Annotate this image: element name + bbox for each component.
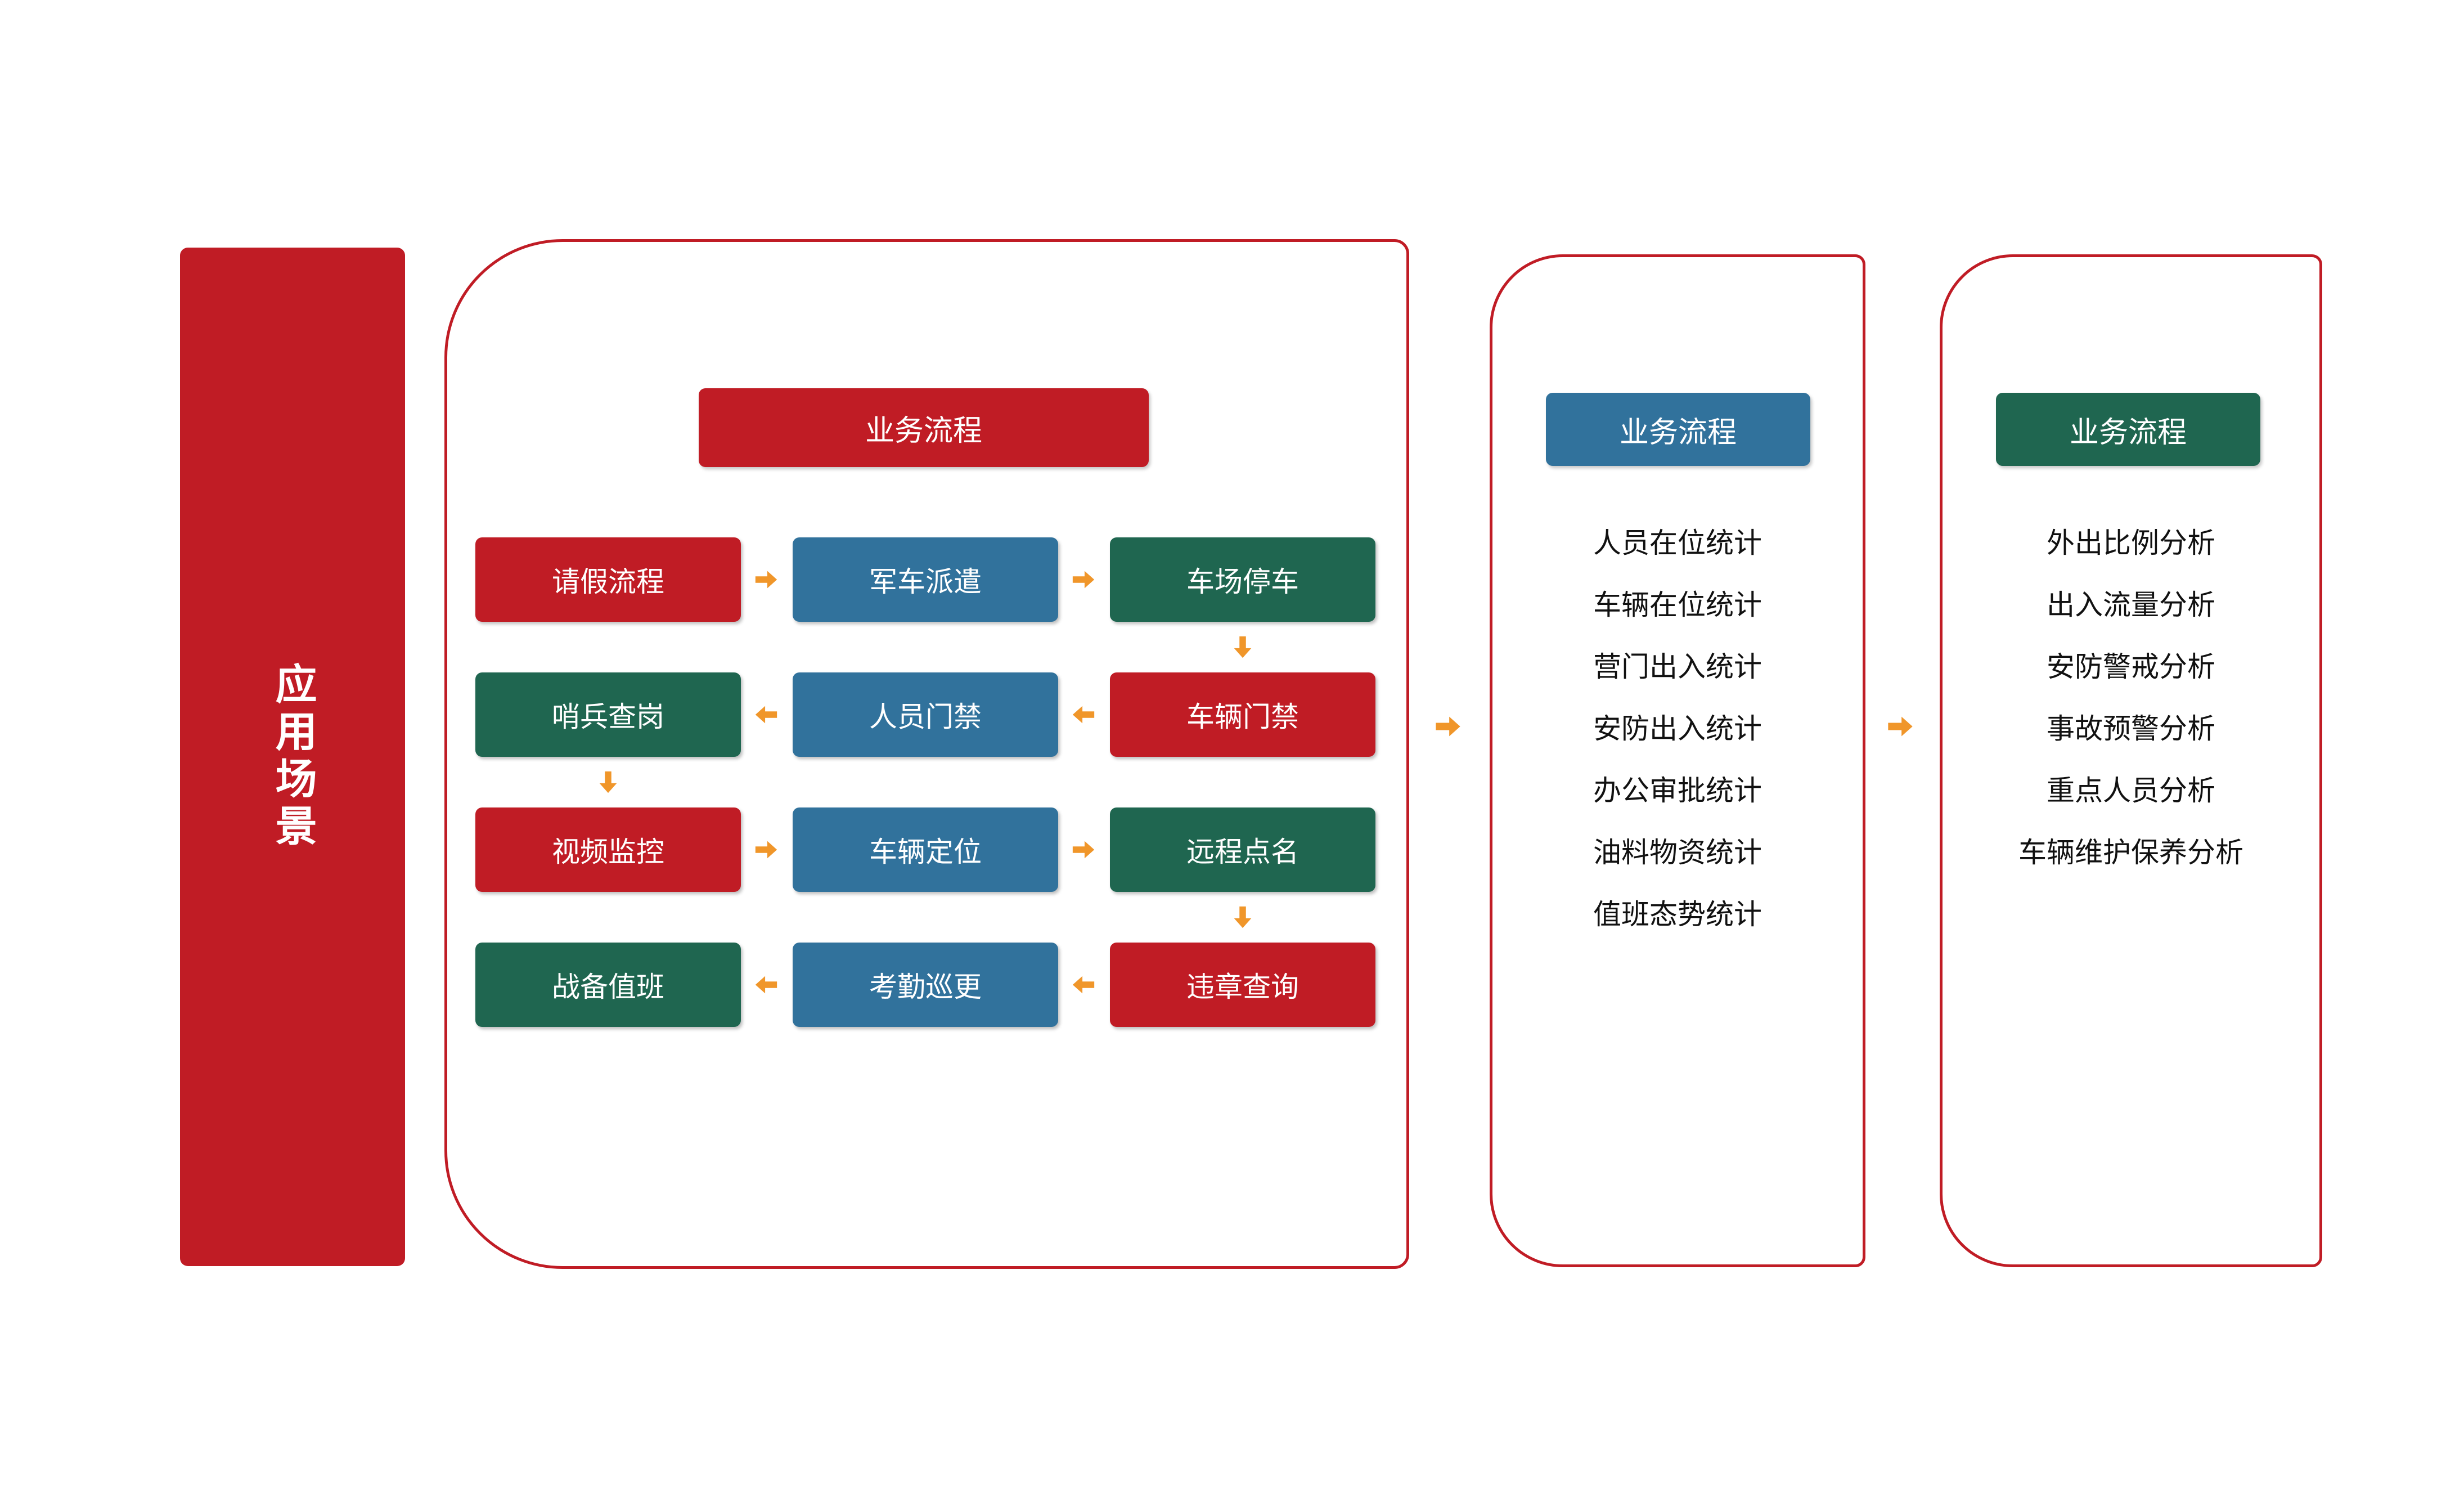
- flow-box-renyuan-menjin[interactable]: 人员门禁: [793, 672, 1058, 757]
- arrow-left-icon: [1072, 976, 1095, 994]
- list-item[interactable]: 外出比例分析: [2047, 527, 2215, 559]
- arrow-left-icon: [1072, 706, 1095, 724]
- flow-box-yuancheng-dianming[interactable]: 远程点名: [1110, 807, 1375, 892]
- flow-box-junche-paiqian[interactable]: 军车派遣: [793, 537, 1058, 622]
- arrow-right-icon: [755, 841, 777, 859]
- flow-box-cheliang-menjin[interactable]: 车辆门禁: [1110, 672, 1375, 757]
- flow-box-cheliang-dingwei[interactable]: 车辆定位: [793, 807, 1058, 892]
- analysis-panel-header-label: 业务流程: [2069, 416, 2187, 449]
- list-item[interactable]: 办公审批统计: [1593, 775, 1762, 806]
- flow-box-shipin-jiankong[interactable]: 视频监控: [475, 807, 741, 892]
- flow-box-label: 哨兵查岗: [552, 701, 664, 733]
- list-item[interactable]: 安防警戒分析: [2047, 651, 2215, 683]
- arrow-left-icon: [755, 976, 777, 994]
- flow-panel-header: 业务流程: [699, 388, 1149, 467]
- flow-box-label: 请假流程: [552, 566, 664, 598]
- flow-box-label: 人员门禁: [869, 701, 982, 733]
- flow-box-label: 车辆门禁: [1186, 701, 1299, 733]
- scenario-banner-label: 应用场景: [269, 662, 317, 851]
- analysis-list: 外出比例分析 出入流量分析 安防警戒分析 事故预警分析 重点人员分析 车辆维护保…: [1940, 521, 2322, 892]
- stats-to-analysis-arrow: [1888, 716, 1913, 737]
- arrow-right-icon: [1072, 571, 1095, 589]
- list-item[interactable]: 油料物资统计: [1593, 837, 1762, 868]
- arrow-right-icon: [755, 571, 777, 589]
- flow-row: 请假流程 军车派遣 车场停车: [475, 537, 1375, 658]
- flow-box-label: 考勤巡更: [869, 971, 982, 1003]
- stats-panel-header-label: 业务流程: [1619, 416, 1737, 449]
- flow-to-stats-arrow: [1436, 716, 1460, 737]
- arrow-right-icon: [1072, 841, 1095, 859]
- flow-grid: 请假流程 军车派遣 车场停车 哨兵查岗 人员门禁: [475, 537, 1375, 1078]
- flow-box-chechang-tingche[interactable]: 车场停车: [1110, 537, 1375, 622]
- arrow-left-icon: [755, 706, 777, 724]
- flow-box-label: 车场停车: [1186, 566, 1299, 598]
- list-item[interactable]: 值班态势统计: [1593, 899, 1762, 930]
- flow-box-qingjia-liucheng[interactable]: 请假流程: [475, 537, 741, 622]
- flow-box-label: 视频监控: [552, 836, 664, 868]
- flow-row: 视频监控 车辆定位 远程点名: [475, 807, 1375, 928]
- list-item[interactable]: 出入流量分析: [2047, 589, 2215, 621]
- flow-box-label: 军车派遣: [869, 566, 982, 598]
- stats-panel-header: 业务流程: [1546, 393, 1810, 466]
- arrow-down-icon: [1234, 636, 1252, 658]
- flow-box-label: 战备值班: [552, 971, 664, 1003]
- list-item[interactable]: 营门出入统计: [1593, 651, 1762, 683]
- arrow-down-icon: [599, 771, 617, 793]
- arrow-down-icon: [1234, 906, 1252, 928]
- list-item[interactable]: 人员在位统计: [1593, 527, 1762, 559]
- flow-box-kaoqin-xungeng[interactable]: 考勤巡更: [793, 943, 1058, 1027]
- flow-box-zhanbei-zhiban[interactable]: 战备值班: [475, 943, 741, 1027]
- flow-box-label: 车辆定位: [869, 836, 982, 868]
- stats-list: 人员在位统计 车辆在位统计 营门出入统计 安防出入统计 办公审批统计 油料物资统…: [1490, 521, 1865, 954]
- analysis-panel-header: 业务流程: [1996, 393, 2260, 466]
- flow-box-weizhang-chaxun[interactable]: 违章查询: [1110, 943, 1375, 1027]
- flow-box-label: 远程点名: [1186, 836, 1299, 868]
- flow-box-shaobing-chagang[interactable]: 哨兵查岗: [475, 672, 741, 757]
- list-item[interactable]: 车辆在位统计: [1593, 589, 1762, 621]
- flow-row: 哨兵查岗 人员门禁 车辆门禁: [475, 672, 1375, 793]
- scenario-banner: 应用场景: [180, 248, 405, 1266]
- list-item[interactable]: 安防出入统计: [1593, 713, 1762, 744]
- list-item[interactable]: 事故预警分析: [2047, 713, 2215, 744]
- flow-row: 战备值班 考勤巡更 违章查询: [475, 943, 1375, 1027]
- list-item[interactable]: 重点人员分析: [2047, 775, 2215, 806]
- list-item[interactable]: 车辆维护保养分析: [2018, 837, 2243, 868]
- flow-box-label: 违章查询: [1186, 971, 1299, 1003]
- flow-panel-header-label: 业务流程: [865, 414, 982, 447]
